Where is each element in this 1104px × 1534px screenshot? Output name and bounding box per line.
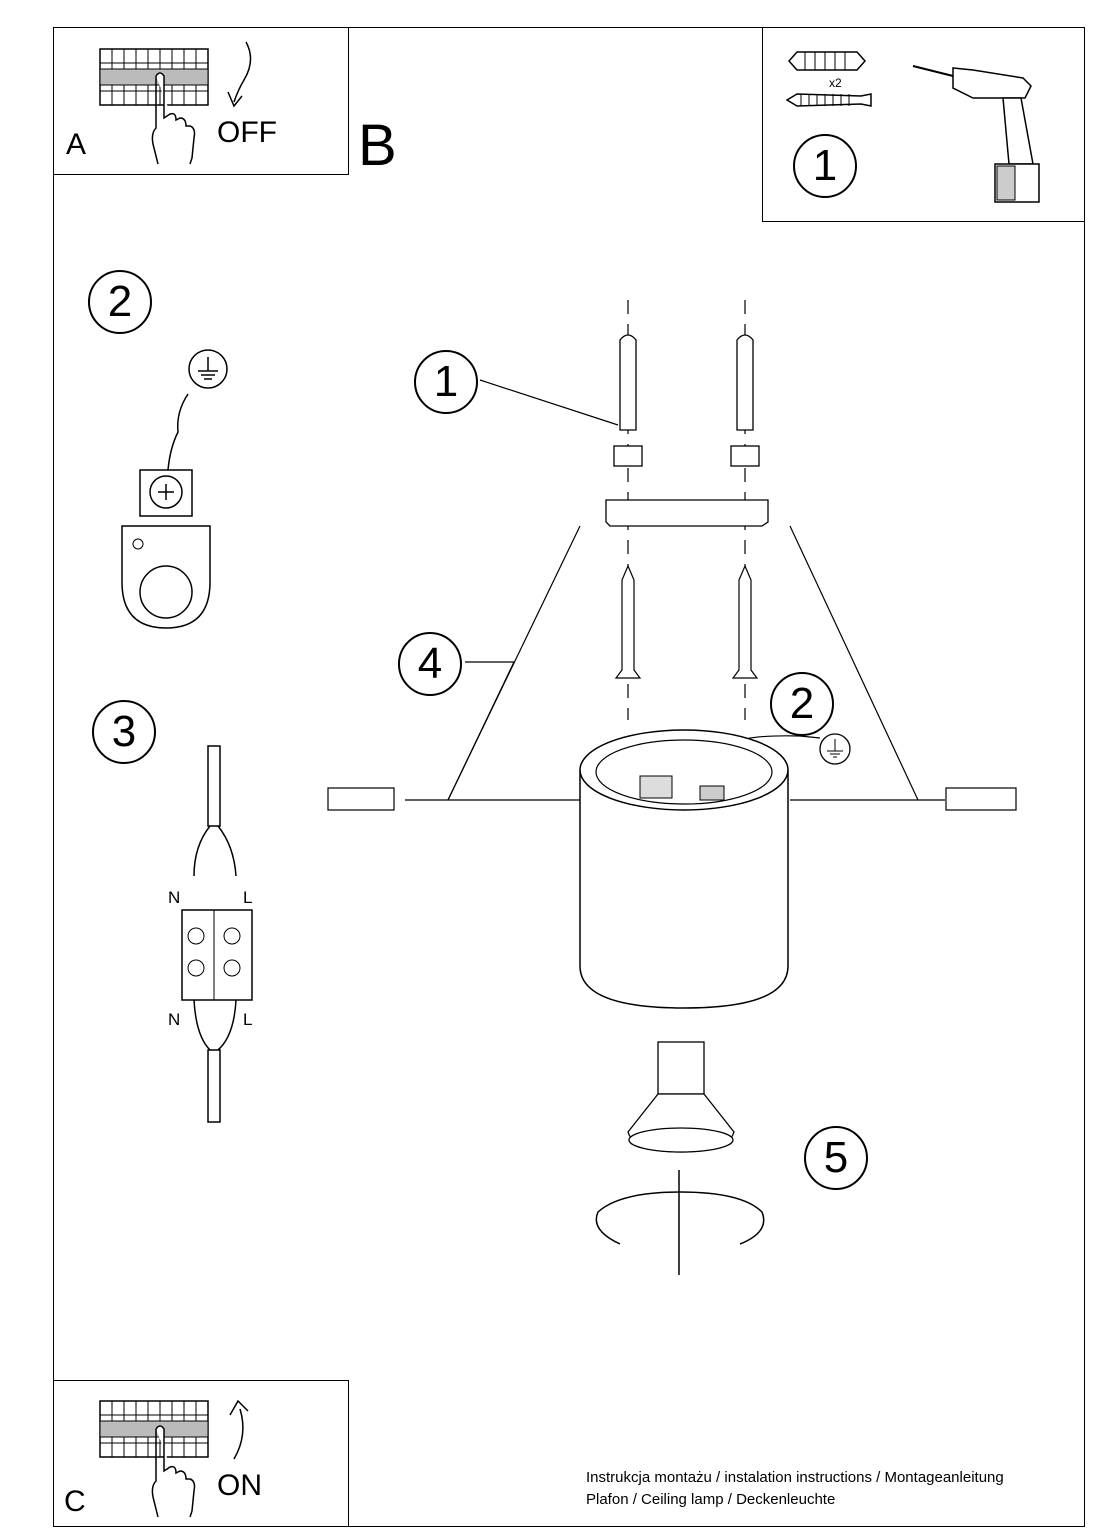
breaker-switch-icon-c xyxy=(99,1400,209,1458)
wall-plug-icon xyxy=(787,51,867,71)
live-label-top: L xyxy=(243,888,253,907)
breaker-switch-icon xyxy=(99,48,209,106)
panel-a-letter: A xyxy=(66,128,87,161)
curved-arrow-icon xyxy=(227,41,252,108)
wall-plug-right xyxy=(730,334,760,467)
section-b-letter: B xyxy=(358,113,397,178)
panel-a-off-label: OFF xyxy=(217,116,277,149)
earth-step-number: 2 xyxy=(88,270,152,334)
rotate-arrow-icon xyxy=(595,1170,765,1275)
terminal-block-icon xyxy=(181,745,253,1123)
panel-c-on-label: ON xyxy=(217,1469,262,1502)
panel-c-switch-on: C ON xyxy=(53,1380,349,1527)
screw-icon xyxy=(785,93,872,107)
gu10-bulb-icon xyxy=(627,1041,735,1153)
step-1-wall-plugs: 1 xyxy=(414,350,478,414)
live-label-bottom: L xyxy=(243,1010,253,1029)
footer-line-2: Plafon / Ceiling lamp / Deckenleuchte xyxy=(586,1491,836,1508)
page-frame xyxy=(53,27,1085,1527)
lamp-cylinder xyxy=(579,729,789,1009)
ground-symbol-icon xyxy=(188,349,228,389)
ground-symbol-icon-main xyxy=(819,733,851,765)
side-screw-left xyxy=(327,787,395,811)
screw-left xyxy=(614,564,642,679)
neutral-label-top: N xyxy=(168,888,181,907)
hand-icon xyxy=(151,72,196,165)
tools-panel: x2 1 xyxy=(762,27,1085,222)
panel-a-switch-off: A OFF xyxy=(53,27,349,175)
wiring-step-number: 3 xyxy=(92,700,156,764)
step-5-bulb: 5 xyxy=(804,1126,868,1190)
screw-right xyxy=(731,564,759,679)
curved-arrow-icon-c xyxy=(229,1399,249,1460)
tools-step-number: 1 xyxy=(793,134,857,198)
step-2-ground: 2 xyxy=(770,672,834,736)
neutral-label-bottom: N xyxy=(168,1010,181,1029)
earth-connector-icon xyxy=(121,393,211,629)
footer-line-1: Instrukcja montażu / instalation instruc… xyxy=(586,1469,1004,1486)
footer-caption: Instrukcja montażu / instalation instruc… xyxy=(586,1467,1004,1511)
mounting-bracket xyxy=(605,499,769,527)
side-screw-right xyxy=(945,787,1017,811)
drill-icon xyxy=(912,65,1040,203)
wall-plug-left xyxy=(613,334,643,467)
quantity-label: x2 xyxy=(829,76,842,90)
panel-c-letter: C xyxy=(64,1485,86,1518)
step-4-canopy: 4 xyxy=(398,632,462,696)
hand-icon-c xyxy=(151,1425,196,1518)
